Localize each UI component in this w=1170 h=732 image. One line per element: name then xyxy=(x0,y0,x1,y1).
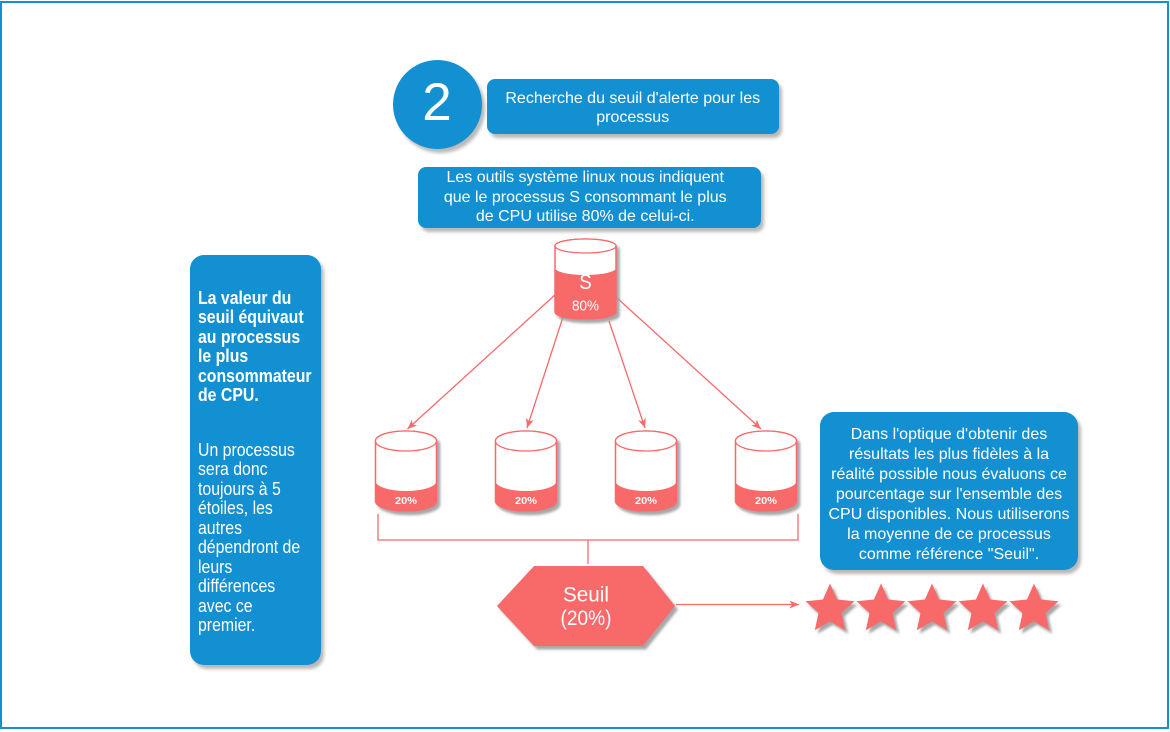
svg-text:20%: 20% xyxy=(635,496,657,507)
svg-text:S: S xyxy=(579,271,592,294)
svg-text:Seuil: Seuil xyxy=(563,584,609,607)
svg-text:20%: 20% xyxy=(515,496,537,507)
svg-text:20%: 20% xyxy=(755,496,777,507)
svg-text:20%: 20% xyxy=(395,496,417,507)
svg-text:80%: 80% xyxy=(572,298,599,315)
svg-text:(20%): (20%) xyxy=(561,607,612,630)
